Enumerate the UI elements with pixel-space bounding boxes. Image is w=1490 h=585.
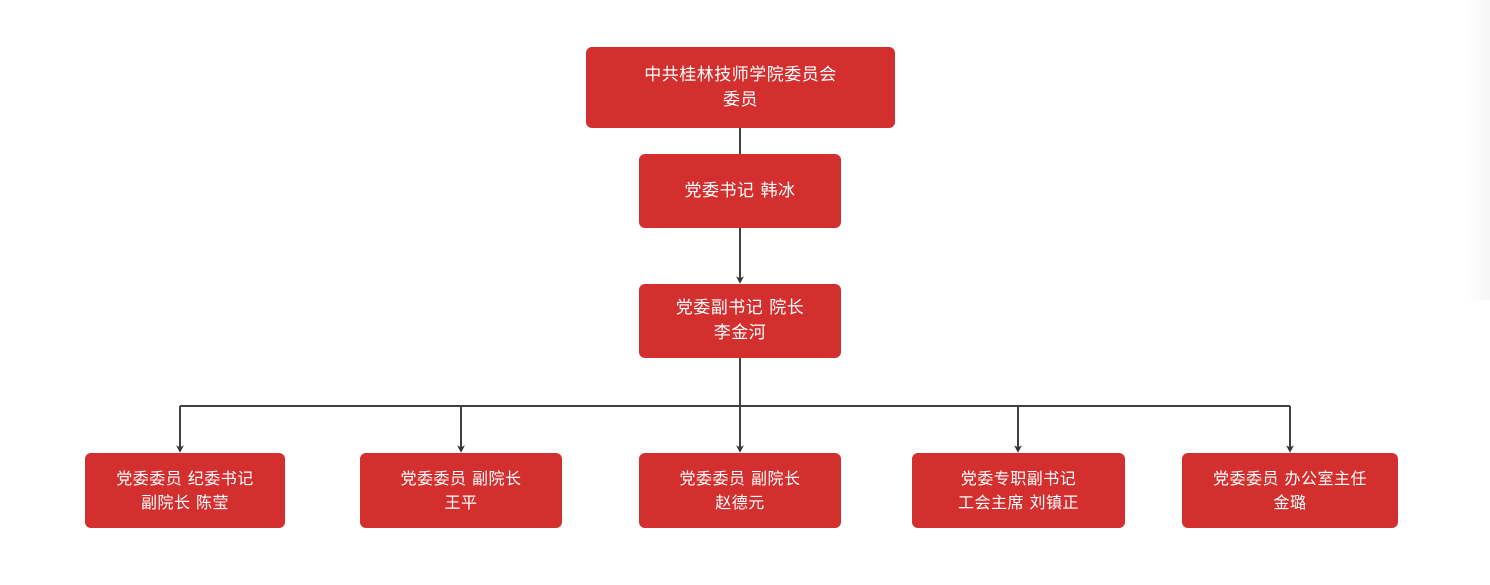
- node-member-office-director-label: 党委委员 办公室主任 金璐: [1212, 469, 1368, 512]
- node-member-vice-president-zhaodeyuan-label: 党委委员 副院长 赵德元: [679, 469, 801, 512]
- node-committee-label: 中共桂林技师学院委员会 委员: [644, 64, 837, 110]
- node-member-vice-president-wangping[interactable]: 党委委员 副院长 王平: [360, 453, 562, 528]
- node-member-vice-president-wangping-label: 党委委员 副院长 王平: [400, 469, 522, 512]
- node-deputy-secretary-president[interactable]: 党委副书记 院长 李金河: [639, 284, 841, 358]
- node-committee[interactable]: 中共桂林技师学院委员会 委员: [586, 47, 895, 128]
- node-member-discipline-secretary[interactable]: 党委委员 纪委书记 副院长 陈莹: [85, 453, 285, 528]
- node-member-vice-president-zhaodeyuan[interactable]: 党委委员 副院长 赵德元: [639, 453, 841, 528]
- page-edge-shadow: [1466, 0, 1490, 300]
- node-party-secretary[interactable]: 党委书记 韩冰: [639, 154, 841, 228]
- node-party-secretary-label: 党委书记 韩冰: [684, 180, 796, 201]
- node-member-office-director[interactable]: 党委委员 办公室主任 金璐: [1182, 453, 1398, 528]
- node-member-discipline-secretary-label: 党委委员 纪委书记 副院长 陈莹: [116, 469, 254, 512]
- node-fulltime-deputy-secretary-union-chair-label: 党委专职副书记 工会主席 刘镇正: [957, 469, 1080, 512]
- node-fulltime-deputy-secretary-union-chair[interactable]: 党委专职副书记 工会主席 刘镇正: [912, 453, 1125, 528]
- node-deputy-secretary-president-label: 党委副书记 院长 李金河: [675, 298, 805, 343]
